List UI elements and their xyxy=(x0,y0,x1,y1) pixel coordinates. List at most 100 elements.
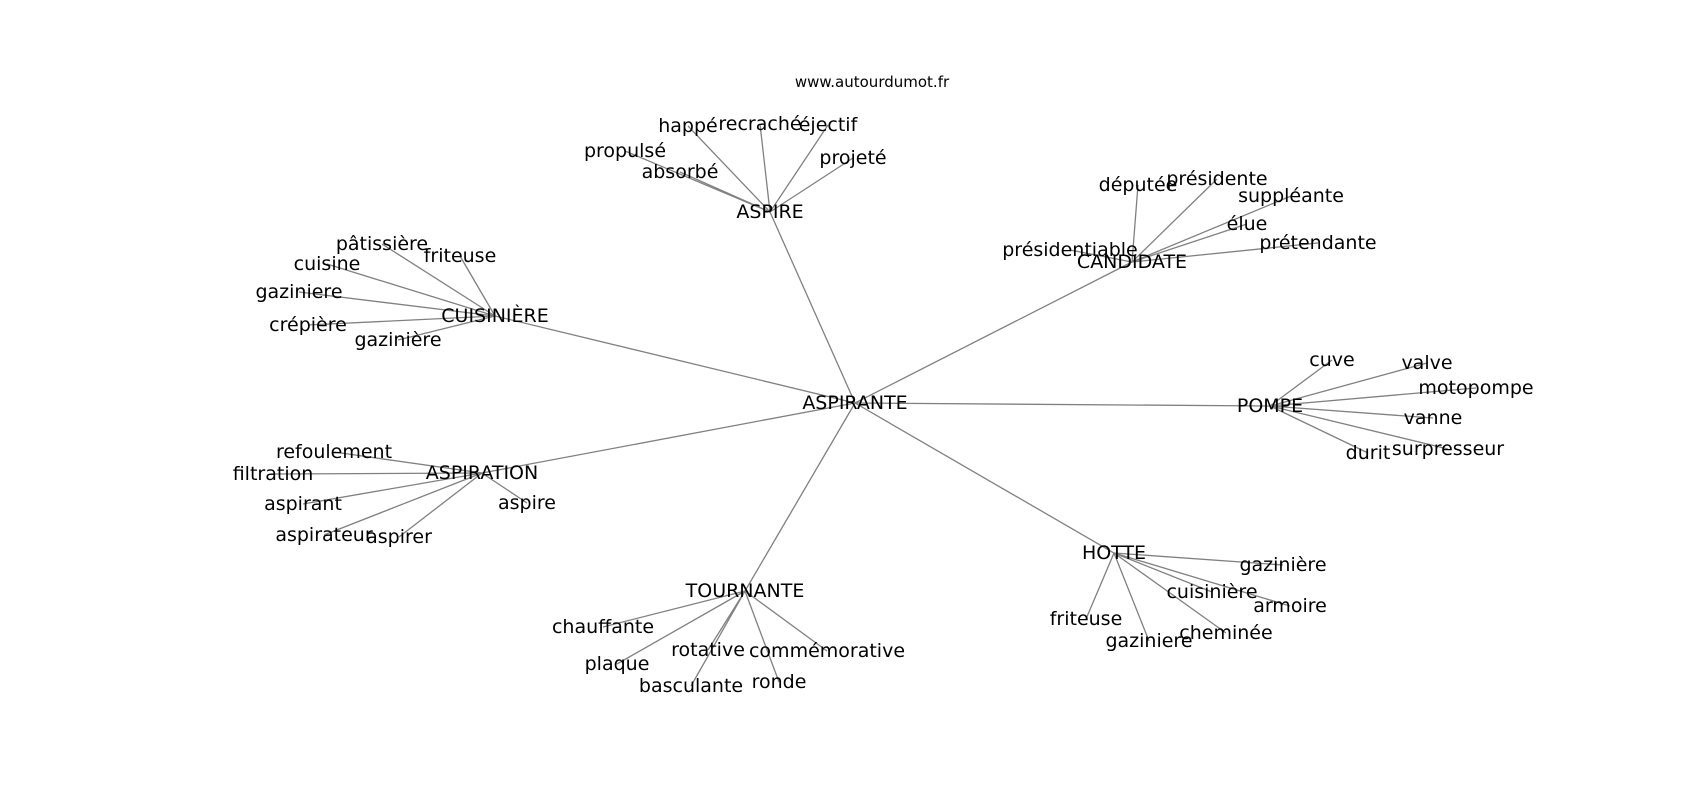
word-node[interactable]: commémorative xyxy=(749,640,905,662)
word-node[interactable]: députée xyxy=(1099,174,1178,196)
hub-node[interactable]: CUISINIÈRE xyxy=(441,304,548,327)
word-node[interactable]: pâtissière xyxy=(336,233,428,255)
edge-hub-5-word-5 xyxy=(1113,552,1150,642)
edge-center-to-2 xyxy=(494,315,856,404)
edge-center-to-5 xyxy=(854,402,1115,554)
hub-node[interactable]: ASPIRATION xyxy=(426,462,538,484)
edge-hub-3-word-2 xyxy=(1269,387,1477,407)
word-node[interactable]: surpresseur xyxy=(1392,438,1504,460)
word-node[interactable]: éjectif xyxy=(799,114,859,136)
word-node[interactable]: motopompe xyxy=(1418,377,1533,399)
edge-hub-1-word-3 xyxy=(1131,223,1248,263)
word-node[interactable]: valve xyxy=(1401,352,1452,374)
edge-hub-1-word-5 xyxy=(1131,242,1319,263)
edge-center-to-4 xyxy=(481,402,856,474)
word-node[interactable]: ronde xyxy=(752,671,807,693)
hub-node[interactable]: TOURNANTE xyxy=(685,580,805,602)
word-node[interactable]: gazinière xyxy=(354,329,441,351)
edge-hub-2-word-5 xyxy=(397,315,496,341)
edge-hub-0-word-0 xyxy=(687,125,771,213)
edge-hub-5-word-1 xyxy=(1113,552,1213,593)
edge-hub-3-word-0 xyxy=(1269,359,1333,407)
edge-hub-1-word-4 xyxy=(1069,249,1133,263)
edge-hub-5-word-4 xyxy=(1113,552,1227,634)
word-node[interactable]: présidente xyxy=(1166,168,1267,190)
word-node[interactable]: gazinière xyxy=(1239,554,1326,576)
word-node[interactable]: vanne xyxy=(1404,407,1463,429)
edge-hub-0-word-5 xyxy=(769,157,854,213)
edge-hub-4-word-0 xyxy=(333,451,483,474)
edge-hub-4-word-5 xyxy=(398,472,483,538)
edge-hub-4-word-3 xyxy=(481,472,528,504)
word-node[interactable]: gaziniere xyxy=(1105,630,1192,652)
word-node[interactable]: rotative xyxy=(671,639,745,661)
edge-center-to-3 xyxy=(854,402,1271,407)
edge-center-to-6 xyxy=(744,402,856,592)
word-node[interactable]: durit xyxy=(1346,442,1391,464)
edge-hub-6-word-4 xyxy=(690,590,746,687)
word-node[interactable]: gaziniere xyxy=(255,281,342,303)
edge-hub-4-word-2 xyxy=(302,472,483,505)
word-node[interactable]: happé xyxy=(658,115,718,137)
hub-node[interactable]: HOTTE xyxy=(1082,542,1146,564)
edge-hub-0-word-1 xyxy=(759,123,771,213)
edge-hub-3-word-5 xyxy=(1269,405,1449,450)
word-node[interactable]: friteuse xyxy=(1050,608,1123,630)
word-node[interactable]: cuve xyxy=(1309,349,1354,371)
hub-node[interactable]: POMPE xyxy=(1237,395,1303,417)
word-node[interactable]: plaque xyxy=(585,653,650,675)
word-node[interactable]: propulsé xyxy=(584,140,666,162)
word-node[interactable]: filtration xyxy=(233,463,314,485)
edge-hub-5-word-2 xyxy=(1113,552,1291,607)
edge-hub-4-word-1 xyxy=(272,472,483,475)
edge-hub-2-word-3 xyxy=(298,291,496,317)
word-node[interactable]: absorbé xyxy=(642,161,719,183)
edge-hub-1-word-1 xyxy=(1131,178,1218,263)
word-node[interactable]: aspirateur xyxy=(275,524,373,546)
word-node[interactable]: basculante xyxy=(639,675,743,697)
word-node[interactable]: aspirer xyxy=(366,526,432,548)
word-node[interactable]: refoulement xyxy=(276,441,392,463)
edge-center-to-1 xyxy=(854,261,1133,404)
edge-hub-3-word-1 xyxy=(1269,362,1428,407)
edge-hub-0-word-4 xyxy=(679,171,771,213)
hub-node[interactable]: ASPIRE xyxy=(736,201,803,223)
word-node[interactable]: recraché xyxy=(718,113,801,135)
word-node[interactable]: chauffante xyxy=(552,616,654,638)
center-node[interactable]: ASPIRANTE xyxy=(802,392,907,414)
edge-hub-2-word-2 xyxy=(326,263,496,317)
word-node[interactable]: élue xyxy=(1227,213,1268,235)
word-node[interactable]: suppléante xyxy=(1238,185,1344,207)
word-node[interactable]: présidentiable xyxy=(1002,239,1138,261)
edge-hub-2-word-1 xyxy=(459,255,496,317)
word-node[interactable]: aspirant xyxy=(264,493,342,515)
word-node[interactable]: cheminée xyxy=(1179,622,1272,644)
word-node[interactable]: projeté xyxy=(819,147,886,169)
source-watermark: www.autourdumot.fr xyxy=(795,73,950,91)
word-node[interactable]: aspire xyxy=(498,492,556,514)
edge-hub-6-word-1 xyxy=(616,590,746,665)
word-node[interactable]: prétendante xyxy=(1259,232,1376,254)
edge-hub-3-word-3 xyxy=(1269,405,1434,419)
edge-hub-2-word-0 xyxy=(381,243,496,317)
edge-hub-1-word-2 xyxy=(1131,195,1292,263)
edge-hub-3-word-4 xyxy=(1269,405,1369,454)
edge-hub-2-word-4 xyxy=(307,315,496,326)
edge-center-to-0 xyxy=(769,211,856,404)
edge-hub-5-word-3 xyxy=(1085,552,1115,620)
edge-hub-1-word-0 xyxy=(1131,184,1139,263)
word-node[interactable]: friteuse xyxy=(424,245,497,267)
edge-hub-4-word-4 xyxy=(323,472,483,536)
edge-hub-6-word-3 xyxy=(744,590,828,652)
hub-node[interactable]: CANDIDATE xyxy=(1077,251,1187,273)
graph-edges xyxy=(272,123,1477,687)
edge-hub-6-word-0 xyxy=(602,590,746,628)
edge-hub-5-word-0 xyxy=(1113,552,1284,566)
edge-hub-6-word-5 xyxy=(744,590,780,683)
word-node[interactable]: armoire xyxy=(1253,595,1327,617)
word-node[interactable]: cuisinière xyxy=(1166,581,1257,603)
word-node[interactable]: crépière xyxy=(269,314,347,336)
word-node[interactable]: cuisine xyxy=(294,253,361,275)
